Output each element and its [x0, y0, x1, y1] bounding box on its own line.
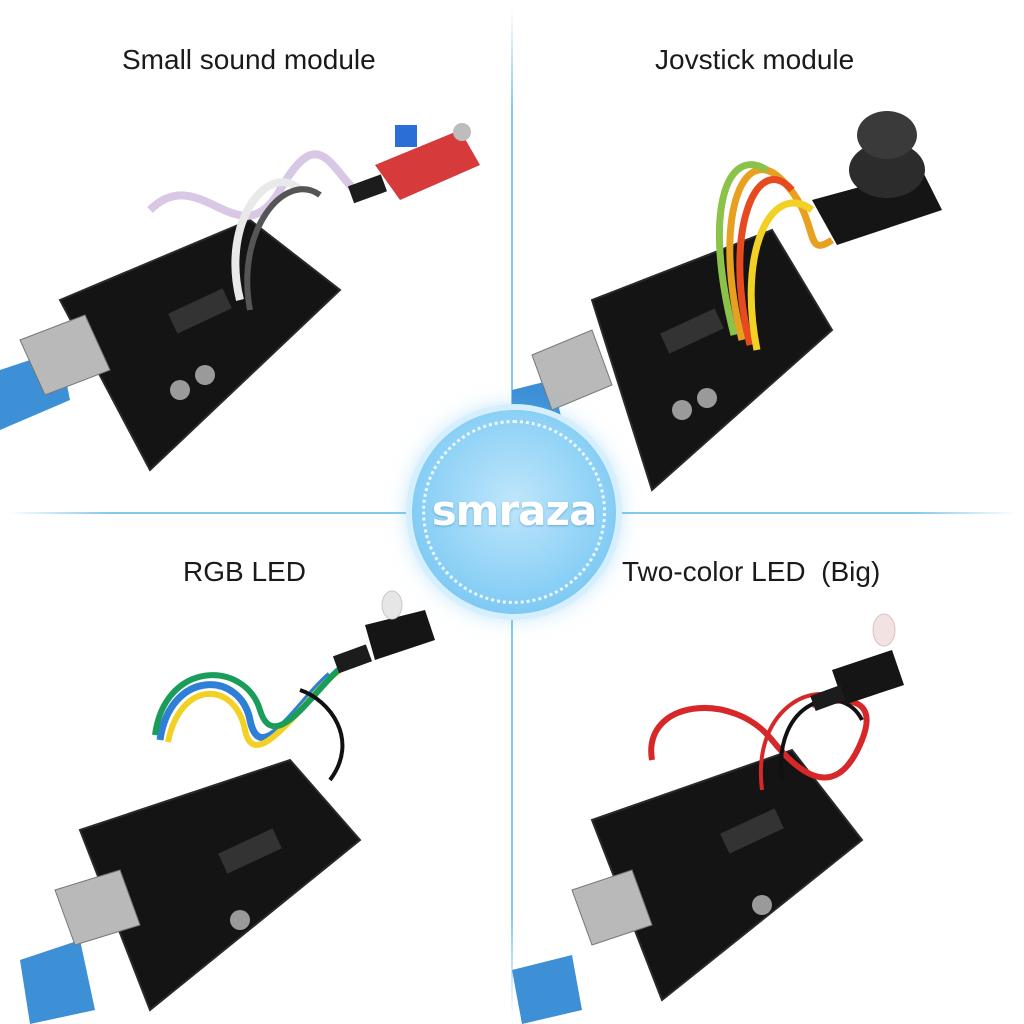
arduino-board: [590, 748, 864, 1002]
capacitor: [672, 400, 692, 420]
usb-port: [19, 314, 111, 396]
sound-sensor-board: [375, 130, 480, 200]
chip: [720, 808, 784, 854]
microphone: [453, 123, 471, 141]
chip: [168, 288, 232, 334]
caption-rgb-led: RGB LED: [183, 556, 306, 587]
rgb-led: [381, 590, 403, 620]
jumper-wire: [244, 186, 322, 311]
potentiometer: [395, 125, 417, 147]
joystick-cap: [857, 111, 917, 159]
arduino-board: [78, 758, 362, 1012]
jumper-wire: [648, 697, 870, 781]
capacitor: [170, 380, 190, 400]
chip: [218, 828, 282, 874]
connector: [810, 685, 846, 711]
jumper-wire: [779, 698, 864, 781]
jumper-wire: [726, 166, 834, 341]
brand-logo-text: smraza: [431, 486, 598, 535]
usb-port: [54, 869, 141, 946]
caption-joystick-module: Jovstick module: [655, 44, 855, 75]
jumper-wire: [715, 161, 769, 336]
capacitor: [752, 895, 772, 915]
jumper-wire: [747, 199, 815, 351]
connector: [332, 644, 372, 674]
usb-cable: [512, 955, 582, 1024]
jumper-wire: [231, 178, 303, 301]
usb-port: [531, 329, 613, 411]
capacitor: [230, 910, 250, 930]
joystick-base: [849, 142, 925, 198]
caption-small-sound-module: Small sound module: [122, 44, 376, 75]
rgb-led-board: [365, 610, 435, 660]
two-color-led-board: [832, 650, 904, 705]
jumper-wire: [152, 662, 347, 736]
rgb-led-photo: [20, 590, 435, 1024]
capacitor: [697, 388, 717, 408]
joystick-module-photo: [512, 111, 942, 492]
jumper-wire: [147, 150, 363, 220]
logo-dotted-ring: [422, 420, 606, 604]
jumper-wire: [736, 176, 795, 346]
usb-port: [571, 869, 653, 946]
usb-cable: [20, 940, 95, 1024]
connector: [347, 174, 387, 204]
caption-two-color-led: Two-color LED (Big): [622, 556, 881, 587]
arduino-board: [590, 228, 834, 492]
capacitor: [195, 365, 215, 385]
two-color-led: [872, 613, 896, 647]
brand-logo-badge: smraza: [412, 410, 616, 614]
sound-module-photo: [0, 123, 480, 472]
two-color-led-photo: [512, 613, 904, 1024]
chip: [660, 308, 724, 354]
jumper-wire: [299, 688, 345, 782]
arduino-board: [58, 218, 342, 472]
